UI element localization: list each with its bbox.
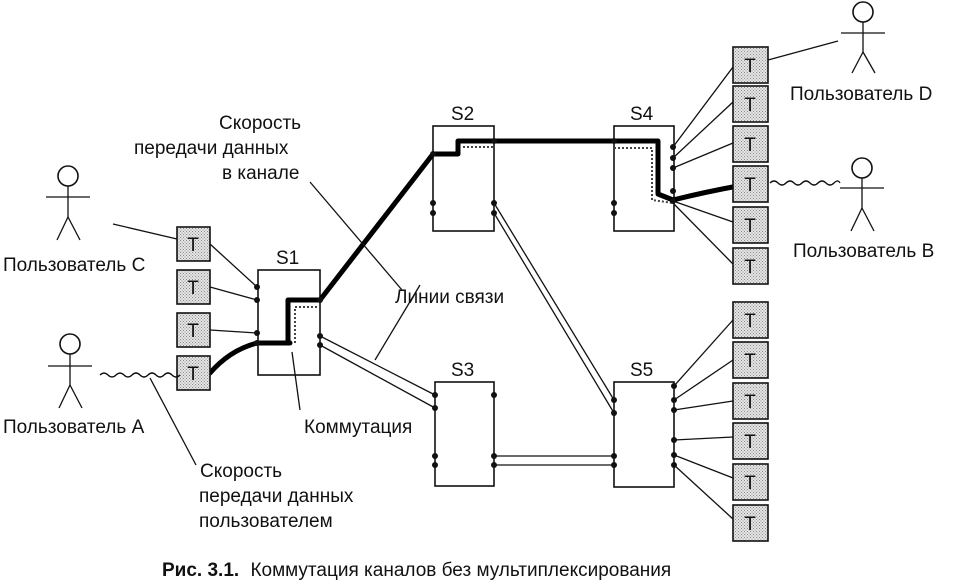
channel-speed-label: Скорость передачи данных в канале (134, 113, 301, 184)
terminal-links (112, 40, 839, 520)
inter-switch-lines (319, 202, 615, 466)
terminal: T (732, 341, 769, 379)
terminal: T (732, 247, 769, 285)
terminal: T (732, 463, 769, 501)
terminal: T (732, 301, 769, 339)
terminals-s1: T T T T (176, 226, 211, 391)
svg-text:T: T (744, 175, 756, 196)
svg-text:передачи данных: передачи данных (134, 138, 289, 159)
switch-s5-label: S5 (630, 360, 653, 381)
svg-text:T: T (744, 135, 756, 156)
svg-text:Скорость: Скорость (200, 461, 282, 482)
circuit-path (207, 138, 841, 376)
svg-text:T: T (187, 278, 199, 299)
terminal: T (176, 269, 211, 305)
switching-label: Коммутация (304, 417, 412, 438)
terminal: T (732, 85, 769, 123)
switch-s5: S5 (613, 360, 675, 488)
user-c-figure-icon (46, 165, 90, 241)
terminal: T (176, 355, 211, 391)
user-d-label: Пользователь D (790, 84, 932, 105)
figure-caption-prefix: Рис. 3.1. (162, 560, 239, 581)
svg-text:T: T (744, 95, 756, 116)
svg-text:T: T (744, 514, 756, 535)
svg-text:передачи данных: передачи данных (199, 486, 354, 507)
terminal: T (176, 312, 211, 348)
user-a-figure-icon (48, 333, 181, 409)
switch-s2-label: S2 (451, 104, 474, 125)
svg-text:T: T (744, 257, 756, 278)
terminal: T (732, 382, 769, 420)
terminal: T (176, 226, 211, 262)
svg-text:T: T (187, 235, 199, 256)
figure-caption: Рис. 3.1. Коммутация каналов без мультип… (162, 560, 671, 581)
user-a-label: Пользователь A (3, 417, 145, 438)
terminal: T (732, 125, 769, 163)
switch-s4-label: S4 (630, 104, 654, 125)
svg-text:T: T (744, 311, 756, 332)
terminal: T (732, 504, 769, 542)
port-dots (254, 138, 677, 468)
lines-label: Линии связи (395, 287, 504, 308)
annotation-leaders (149, 181, 421, 466)
svg-text:T: T (744, 56, 756, 77)
user-d-figure-icon (841, 1, 885, 74)
svg-text:T: T (744, 473, 756, 494)
user-speed-label: Скорость передачи данных пользователем (199, 461, 354, 532)
svg-text:T: T (744, 432, 756, 453)
terminal: T (732, 46, 769, 84)
user-b-label: Пользователь B (793, 241, 934, 262)
svg-text:T: T (744, 351, 756, 372)
svg-text:T: T (744, 392, 756, 413)
figure-caption-text: Коммутация каналов без мультиплексирован… (250, 560, 671, 581)
switch-s4: S4 (613, 104, 675, 232)
terminal: T (732, 165, 769, 203)
terminal: T (732, 206, 769, 244)
svg-text:T: T (744, 216, 756, 237)
svg-text:в канале: в канале (222, 163, 299, 184)
user-b-figure-icon (840, 157, 884, 232)
switch-s3-label: S3 (451, 360, 474, 381)
user-labels: Пользователь C Пользователь A Пользовате… (3, 84, 934, 438)
svg-text:T: T (187, 321, 199, 342)
switch-s2: S2 (432, 104, 495, 232)
terminals-s5: T T T T T T (732, 301, 769, 542)
svg-text:T: T (187, 364, 199, 385)
switch-s1-label: S1 (276, 248, 299, 269)
terminal: T (732, 422, 769, 460)
svg-text:Скорость: Скорость (219, 113, 301, 134)
switch-s3: S3 (434, 360, 495, 487)
user-c-label: Пользователь C (3, 255, 145, 276)
terminals-s4: T T T T T T (732, 46, 769, 285)
svg-text:пользователем: пользователем (199, 511, 333, 532)
